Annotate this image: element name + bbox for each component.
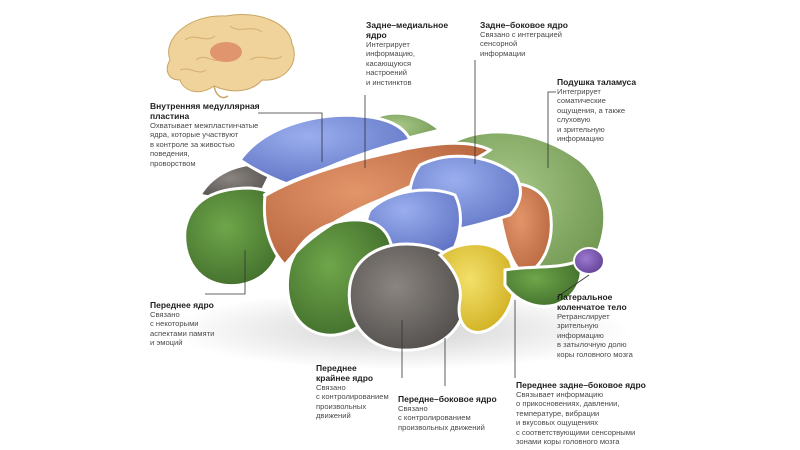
label-lateral-dorsal-nucleus: Задне–боковое ядро Связано с интеграцией…	[480, 20, 630, 58]
label-lateral-geniculate: Латеральное коленчатое тело Ретранслируе…	[557, 292, 707, 359]
lateral-geniculate-shape	[573, 247, 605, 275]
label-ventral-posterior-nucleus: Переднее задне–боковое ядро Связывает ин…	[516, 380, 686, 446]
label-internal-medullary-lamina: Внутренняя медуллярная пластина Охватыва…	[150, 101, 300, 168]
dorsomedial-title: Задне–медиальное ядро	[366, 20, 449, 40]
label-dorsomedial-nucleus: Задне–медиальное ядро Интегрирует информ…	[366, 20, 486, 87]
lateral-dorsal-desc: Связано с интеграцией сенсорной информац…	[480, 30, 563, 58]
ventral-posterior-desc: Связывает информацию о прикосновениях, д…	[516, 390, 636, 447]
ventral-anterior-title: Переднее крайнее ядро	[316, 363, 374, 383]
brain-thumbnail-icon	[166, 13, 295, 99]
label-pulvinar: Подушка таламуса Интегрирует соматически…	[557, 77, 697, 143]
medullary-lamina-desc: Охватывает межпластинчатые ядра, которые…	[150, 121, 259, 168]
ventral-anterior-desc: Связано с контролированием произвольных …	[316, 383, 389, 421]
ventral-lateral-desc: Связано с контролированием произвольных …	[398, 404, 485, 432]
anterior-title: Переднее ядро	[150, 300, 214, 310]
lateral-geniculate-desc: Ретранслирует зрительную информацию в за…	[557, 312, 633, 359]
label-ventral-lateral-nucleus: Передне–боковое ядро Связано с контролир…	[398, 394, 518, 432]
lateral-dorsal-title: Задне–боковое ядро	[480, 20, 568, 30]
ventral-posterior-shape	[437, 242, 516, 334]
lateral-dorsal-shape	[237, 113, 413, 187]
anterior-desc: Связано с некоторыми аспектами памяти и …	[150, 310, 215, 348]
pulvinar-title: Подушка таламуса	[557, 77, 637, 87]
ventral-posterior-title: Переднее задне–боковое ядро	[516, 380, 646, 390]
medullary-lamina-line	[263, 148, 402, 197]
pulvinar-desc: Интегрирует соматические ощущения, а так…	[557, 87, 626, 144]
label-ventral-anterior-nucleus: Переднее крайнее ядро Связано с контроли…	[316, 363, 426, 421]
label-anterior-nucleus: Переднее ядро Связано с некоторыми аспек…	[150, 300, 270, 348]
ventral-lateral-title: Передне–боковое ядро	[398, 394, 497, 404]
medullary-lamina-title: Внутренняя медуллярная пластина	[150, 101, 260, 121]
dorsomedial-desc: Интегрирует информацию, касающуюся настр…	[366, 40, 415, 87]
leader-lines	[205, 60, 590, 386]
lateral-geniculate-title: Латеральное коленчатое тело	[557, 292, 627, 312]
